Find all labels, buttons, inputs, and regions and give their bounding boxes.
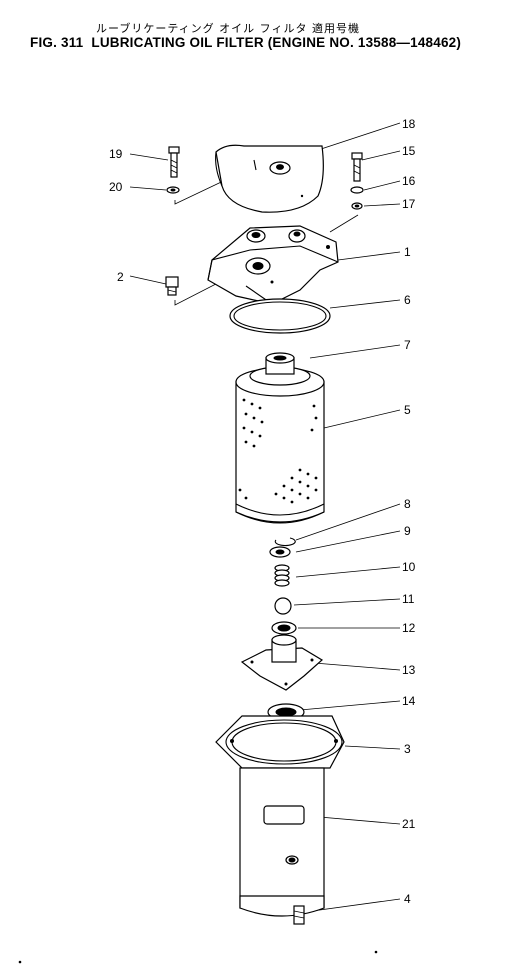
- part-bracket: [215, 144, 324, 213]
- figure-title: LUBRICATING OIL FILTER (ENGINE NO. 13588…: [91, 35, 462, 50]
- part-filter-element: [235, 352, 325, 524]
- callout-17: 17: [402, 197, 416, 211]
- figure-number: FIG. 311: [30, 35, 84, 50]
- leader-lines: [129, 122, 401, 913]
- callout-9: 9: [404, 524, 411, 538]
- page-title: FIG. 311 LUBRICATING OIL FILTER (ENGINE N…: [30, 35, 469, 50]
- part-ball: [274, 597, 292, 615]
- callout-4: 4: [404, 892, 411, 906]
- part-filter-case: [215, 715, 345, 917]
- callout-11: 11: [402, 592, 415, 606]
- callout-20: 20: [109, 180, 123, 194]
- part-snap-ring: [274, 537, 296, 547]
- page-title-japanese: ルーブリケーティング オイル フィルタ 適用号機: [96, 22, 360, 35]
- callout-numbers: 18 19 15 20 16 17 1 2 6 7 5 8 9 10 11 12…: [109, 117, 416, 906]
- callout-2: 2: [117, 270, 124, 284]
- callout-7: 7: [404, 338, 411, 352]
- callout-1: 1: [404, 245, 411, 259]
- stray-mark: [18, 960, 22, 964]
- callout-10: 10: [402, 560, 416, 574]
- part-spring: [274, 564, 290, 587]
- perforation-pattern: [238, 398, 318, 504]
- callout-8: 8: [404, 497, 411, 511]
- part-valve-plate: [240, 634, 324, 691]
- callout-3: 3: [404, 742, 411, 756]
- callout-12: 12: [402, 621, 416, 635]
- part-bolt-right: [351, 152, 363, 182]
- stray-mark: [374, 950, 378, 954]
- callout-14: 14: [402, 694, 416, 708]
- callout-18: 18: [402, 117, 416, 131]
- part-spring-washer: [350, 186, 364, 194]
- part-o-ring: [229, 298, 331, 334]
- callout-19: 19: [109, 147, 123, 161]
- callout-6: 6: [404, 293, 411, 307]
- callout-15: 15: [402, 144, 416, 158]
- part-bolt-left: [168, 146, 180, 178]
- part-drain-plug: [293, 905, 305, 925]
- callout-13: 13: [402, 663, 416, 677]
- part-filter-head: [207, 225, 339, 305]
- callout-16: 16: [402, 174, 416, 188]
- part-plug: [165, 276, 179, 296]
- callout-5: 5: [404, 403, 411, 417]
- callout-21: 21: [402, 817, 416, 831]
